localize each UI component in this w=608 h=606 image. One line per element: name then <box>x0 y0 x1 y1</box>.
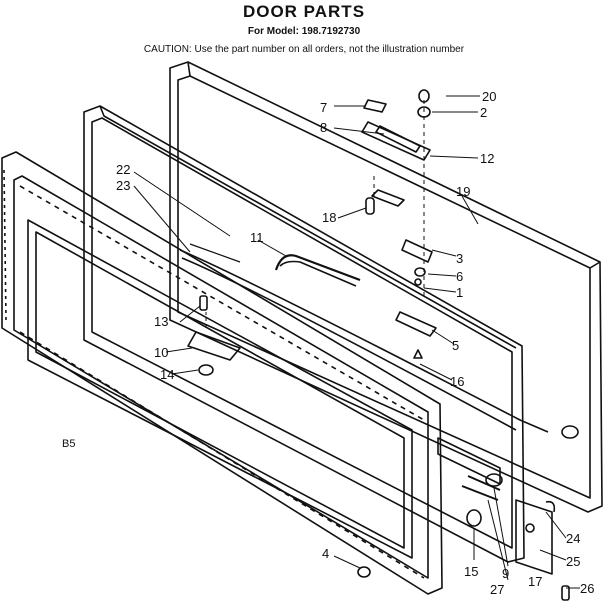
door-handle-rod <box>189 243 361 287</box>
callout-26: 26 <box>580 581 594 596</box>
page-title: DOOR PARTS <box>242 2 366 21</box>
callout-22: 22 <box>116 162 130 177</box>
callout-1: 1 <box>456 285 463 300</box>
callout-19: 19 <box>456 184 470 199</box>
callout-27: 27 <box>490 582 504 597</box>
callout-4: 4 <box>322 546 329 561</box>
latch-assembly <box>361 89 437 359</box>
callout-12: 12 <box>480 151 494 166</box>
callout-10: 10 <box>154 345 168 360</box>
callout-13: 13 <box>154 314 168 329</box>
callout-9: 9 <box>502 566 509 581</box>
callout-8: 8 <box>320 120 327 135</box>
callout-15: 15 <box>464 564 478 579</box>
callout-5: 5 <box>452 338 459 353</box>
door-stop-parts <box>187 295 241 376</box>
diagram-code: B5 <box>62 438 76 450</box>
outer-door-panel <box>169 61 603 513</box>
callout-25: 25 <box>566 554 580 569</box>
callout-labels: 20 2 7 8 12 19 22 23 18 11 3 6 1 13 5 10… <box>116 89 594 597</box>
model-number: For Model: 198.7192730 <box>247 26 361 37</box>
callout-6: 6 <box>456 269 463 284</box>
callout-7: 7 <box>320 100 327 115</box>
callout-23: 23 <box>116 178 130 193</box>
callout-3: 3 <box>456 251 463 266</box>
leader-lines <box>133 95 580 589</box>
callout-17: 17 <box>528 574 542 589</box>
callout-14: 14 <box>160 367 174 382</box>
caution-note: CAUTION: Use the part number on all orde… <box>143 44 465 55</box>
callout-16: 16 <box>450 374 464 389</box>
callout-2: 2 <box>480 105 487 120</box>
callout-11: 11 <box>250 230 264 245</box>
callout-24: 24 <box>566 531 580 546</box>
hinge-assembly <box>357 437 570 601</box>
callout-18: 18 <box>322 210 336 225</box>
inner-door-panel <box>1 151 443 595</box>
callout-20: 20 <box>482 89 496 104</box>
door-gasket-frame <box>83 105 579 563</box>
